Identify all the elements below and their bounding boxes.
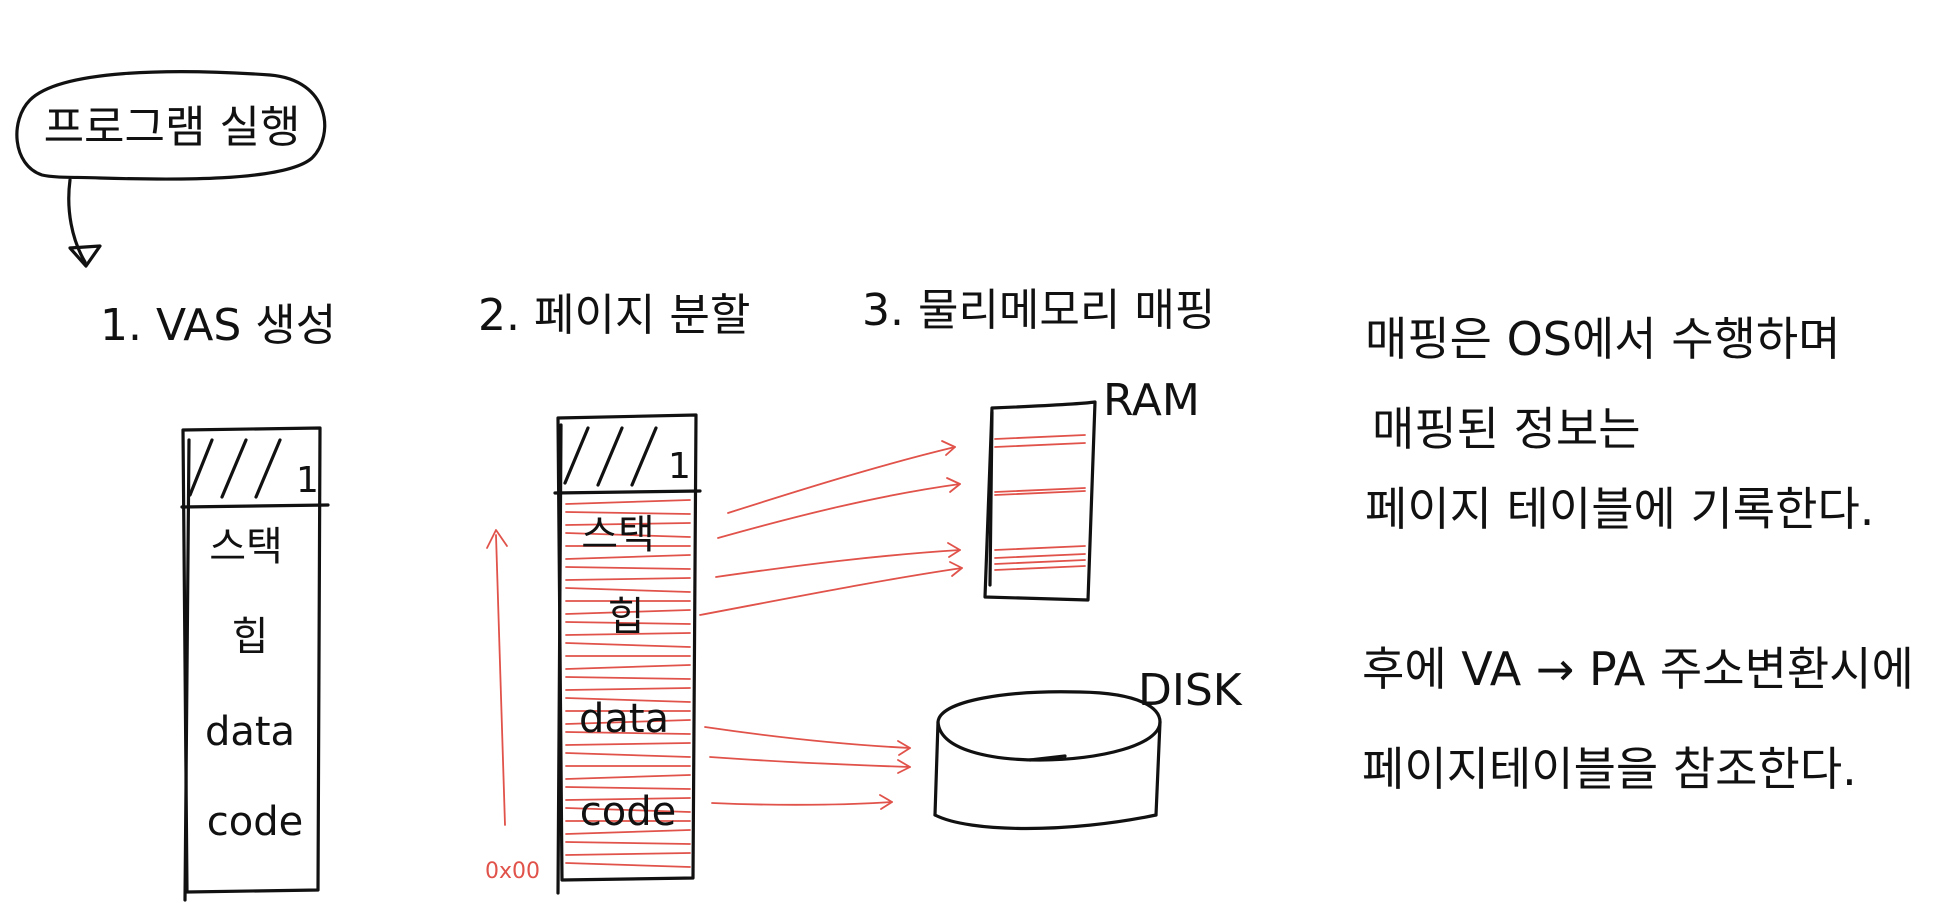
- step-2-label: 2. 페이지 분할: [478, 290, 750, 341]
- page-division-line: [565, 554, 691, 560]
- ram-frame-lines: [994, 434, 1086, 571]
- page-division-line: [565, 632, 691, 636]
- page-division-line: [565, 642, 691, 648]
- paged-segment-heap: 힙: [608, 594, 645, 640]
- address-direction-arrow: [486, 529, 508, 826]
- ram-box: RAM: [983, 375, 1200, 602]
- page-division-line: [565, 742, 691, 746]
- ram-frame-line: [994, 487, 1086, 493]
- mapping-arrows: [699, 440, 963, 810]
- vas-segment-stack: 스택: [209, 524, 283, 570]
- ram-frame-line: [994, 559, 1086, 565]
- note-line-2: 매핑된 정보는: [1372, 402, 1641, 456]
- page-division-line: [565, 697, 691, 703]
- page-division-line: [565, 609, 691, 615]
- paged-segment-stack: 스택: [581, 512, 655, 558]
- page-division-line: [565, 511, 691, 515]
- page-division-line: [565, 499, 691, 505]
- page-division-line: [565, 841, 691, 845]
- page-division-line: [565, 786, 691, 790]
- step-3-label: 3. 물리메모리 매핑: [862, 285, 1215, 336]
- vas-segment-code: code: [207, 799, 303, 845]
- page-division-line: [565, 731, 691, 735]
- vas-box: 1 스택 힙 data code: [180, 426, 330, 902]
- explanation-notes: 매핑은 OS에서 수행하며 매핑된 정보는 페이지 테이블에 기록한다. 후에 …: [1362, 312, 1914, 796]
- base-address-label: 0x00: [485, 859, 540, 884]
- vas-reserved-hatch: 1: [188, 438, 319, 501]
- disk-cylinder: DISK: [933, 665, 1243, 831]
- page-division-line: [565, 577, 691, 581]
- ram-frame-line: [994, 442, 1086, 448]
- page-division-line: [565, 807, 691, 813]
- ram-frame-line: [994, 434, 1086, 440]
- paged-segment-data: data: [579, 696, 669, 742]
- page-division-line: [565, 719, 691, 725]
- vas-segment-data: data: [205, 709, 295, 755]
- ram-frame-line: [994, 553, 1086, 559]
- page-division-line: [565, 676, 691, 680]
- page-division-line: [565, 862, 691, 868]
- program-start-bubble: 프로그램 실행: [15, 70, 327, 181]
- ram-label: RAM: [1103, 375, 1200, 426]
- page-division-line: [565, 621, 691, 625]
- page-division-line: [565, 587, 691, 593]
- vas-segment-heap: 힙: [232, 614, 269, 660]
- page-division-line: [565, 752, 691, 758]
- page-division-line: [565, 532, 691, 538]
- paged-box: 1 스택 힙 data code: [553, 413, 702, 895]
- ram-frame-line: [994, 545, 1086, 551]
- page-division-line: [565, 566, 691, 570]
- page-division-line: [565, 522, 691, 526]
- start-arrow: [67, 178, 102, 268]
- program-start-label: 프로그램 실행: [44, 102, 301, 153]
- page-division-line: [565, 797, 691, 801]
- page-division-line: [565, 664, 691, 670]
- page-division-line: [565, 829, 691, 835]
- step-1-label: 1. VAS 생성: [100, 300, 336, 351]
- note-line-4: 후에 VA → PA 주소변환시에: [1362, 642, 1914, 696]
- page-division-line: [565, 774, 691, 780]
- vas-reserved-mark: 1: [296, 460, 319, 501]
- note-line-5: 페이지테이블을 참조한다.: [1362, 742, 1857, 796]
- ram-frame-line: [994, 565, 1086, 571]
- disk-label: DISK: [1138, 665, 1243, 716]
- paged-reserved-mark: 1: [668, 446, 691, 487]
- page-division-line: [565, 687, 691, 691]
- paged-reserved-hatch: 1: [563, 426, 691, 487]
- paged-segment-code: code: [580, 789, 676, 835]
- page-division-line: [565, 852, 691, 856]
- ram-frame-line: [994, 490, 1086, 496]
- note-line-3: 페이지 테이블에 기록한다.: [1365, 482, 1874, 536]
- page-lines: [565, 499, 691, 868]
- note-line-1: 매핑은 OS에서 수행하며: [1365, 312, 1841, 366]
